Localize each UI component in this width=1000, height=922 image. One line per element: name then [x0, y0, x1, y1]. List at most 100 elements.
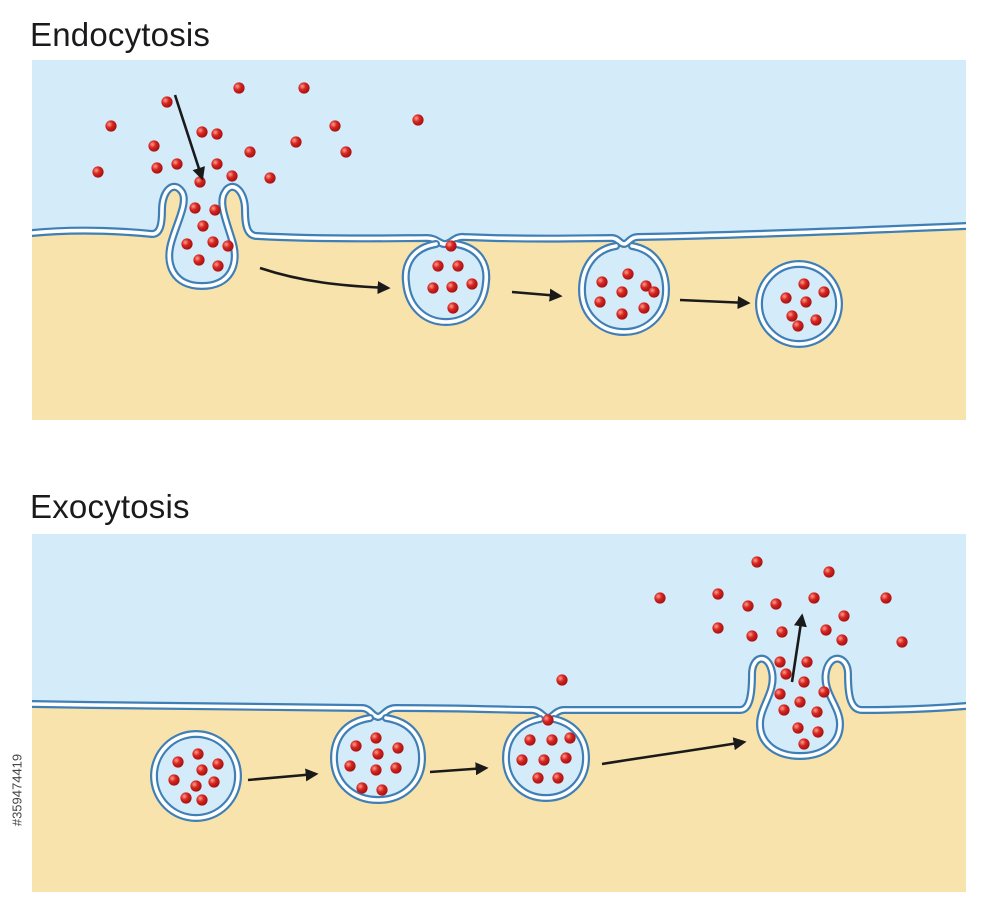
particle: [638, 302, 650, 314]
particle: [616, 308, 628, 320]
particle: [770, 598, 782, 610]
particle: [244, 146, 256, 158]
particle: [208, 776, 220, 788]
particle: [370, 732, 382, 744]
particle: [189, 202, 201, 214]
particle: [446, 281, 458, 293]
exocytosis-panel: [32, 534, 966, 892]
particle: [192, 748, 204, 760]
particle: [207, 236, 219, 248]
particle: [811, 706, 823, 718]
particle: [329, 120, 341, 132]
endocytosis-panel: [32, 60, 966, 420]
particle: [222, 240, 234, 252]
particle: [778, 704, 790, 716]
stock-id-text: #359474419: [9, 753, 25, 827]
particle: [820, 624, 832, 636]
particle: [298, 82, 310, 94]
process-arrow: [679, 296, 751, 310]
particle: [798, 278, 810, 290]
particle: [356, 782, 368, 794]
particle: [880, 592, 892, 604]
particle: [370, 764, 382, 776]
particle: [340, 146, 352, 158]
particle: [212, 260, 224, 272]
extracellular-region: [32, 534, 966, 756]
stock-id-label: #359474419: [6, 690, 28, 890]
particle: [546, 734, 558, 746]
particle: [800, 296, 812, 308]
exocytosis-diagram: [32, 534, 966, 892]
particle: [654, 592, 666, 604]
particle: [161, 96, 173, 108]
particle: [390, 762, 402, 774]
particle: [616, 286, 628, 298]
process-arrow: [173, 94, 205, 181]
particle: [556, 674, 568, 686]
particle: [445, 240, 457, 252]
process-arrow: [247, 768, 319, 782]
particle: [105, 120, 117, 132]
particle: [344, 760, 356, 772]
particle: [798, 676, 810, 688]
particle: [212, 758, 224, 770]
particle: [392, 742, 404, 754]
process-arrow: [511, 288, 563, 302]
particle: [151, 162, 163, 174]
particle: [412, 114, 424, 126]
particle: [196, 764, 208, 776]
particle: [264, 172, 276, 184]
particle: [226, 170, 238, 182]
particle: [838, 610, 850, 622]
particle: [233, 82, 245, 94]
particle: [542, 714, 554, 726]
particle: [196, 126, 208, 138]
particle: [211, 128, 223, 140]
particle: [798, 738, 810, 750]
particle: [552, 772, 564, 784]
particle: [812, 726, 824, 738]
particle: [786, 310, 798, 322]
particle: [532, 772, 544, 784]
particle: [792, 320, 804, 332]
particle: [774, 688, 786, 700]
particle: [776, 626, 788, 638]
endocytosis-diagram: [32, 60, 966, 420]
particle: [774, 656, 786, 668]
particle: [452, 260, 464, 272]
particle: [801, 656, 813, 668]
particle: [792, 722, 804, 734]
particle: [180, 792, 192, 804]
particle: [596, 276, 608, 288]
particle: [171, 158, 183, 170]
process-arrow: [259, 266, 391, 295]
particle: [211, 158, 223, 170]
extracellular-region: [32, 60, 966, 286]
endocytosis-title: Endocytosis: [30, 16, 211, 53]
particle: [712, 588, 724, 600]
vesicle: [154, 734, 238, 818]
process-arrow: [429, 762, 489, 776]
particle: [516, 754, 528, 766]
particle: [148, 140, 160, 152]
particle: [648, 286, 660, 298]
particle: [372, 748, 384, 760]
particle: [823, 566, 835, 578]
particle: [190, 780, 202, 792]
budding-vesicle: [406, 242, 486, 322]
particle: [168, 774, 180, 786]
particle: [181, 238, 193, 250]
particle: [197, 220, 209, 232]
particle: [594, 296, 606, 308]
particle: [780, 668, 792, 680]
particle: [564, 732, 576, 744]
particle: [194, 176, 206, 188]
particle: [818, 286, 830, 298]
particle: [172, 756, 184, 768]
particle: [818, 686, 830, 698]
particle: [290, 136, 302, 148]
particle: [538, 754, 550, 766]
particle: [193, 254, 205, 266]
particle: [742, 600, 754, 612]
particle: [622, 268, 634, 280]
